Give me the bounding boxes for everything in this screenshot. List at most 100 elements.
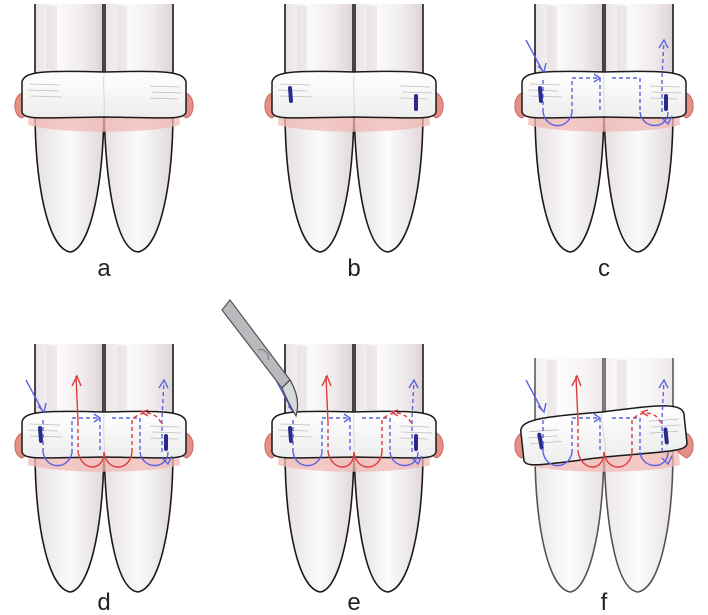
blue-suture-arrow-2 xyxy=(343,413,352,423)
dressing-midline xyxy=(601,414,607,456)
dressing-texture-2 xyxy=(279,95,313,98)
blue-suture-loop-right xyxy=(139,451,169,467)
blue-suture-loop-left xyxy=(542,451,573,467)
panel-b xyxy=(264,4,444,253)
blue-suture-bridge-right xyxy=(362,417,391,452)
dressing-texture-0 xyxy=(279,423,311,426)
blue-suture-arrow-3 xyxy=(661,115,673,126)
tooth-shade-1 xyxy=(297,6,307,91)
blue-suture xyxy=(525,378,673,467)
blue-suture-exit xyxy=(661,379,665,452)
dressing-texture-4 xyxy=(401,431,433,434)
dressing-texture-3 xyxy=(149,425,181,428)
dressing-texture-2 xyxy=(279,435,313,438)
panel-label-d: d xyxy=(97,589,110,615)
blue-suture-bridge-right xyxy=(612,417,641,452)
blue-suture-arrow-3 xyxy=(161,455,173,466)
marker-left xyxy=(38,426,43,443)
red-suture-strand xyxy=(575,375,579,423)
blue-suture-arrow-3 xyxy=(661,455,673,466)
dressing-texture-0 xyxy=(528,429,559,433)
tooth-root-right xyxy=(353,109,424,253)
blue-suture-exit xyxy=(161,379,165,452)
red-suture-return xyxy=(381,412,413,452)
blue-suture-loop-left xyxy=(42,451,73,467)
red-suture xyxy=(571,374,663,468)
dressing-strip xyxy=(271,410,437,459)
blue-suture-loop-left xyxy=(292,451,323,467)
blue-suture-entry xyxy=(525,379,543,411)
red-suture-return xyxy=(631,412,663,452)
dressing-strip xyxy=(520,405,688,466)
panel-d xyxy=(14,344,194,593)
tooth-shade-2 xyxy=(117,6,127,91)
blue-suture-arrow-2 xyxy=(593,73,602,83)
red-suture-strand xyxy=(325,375,329,423)
red-suture-strand xyxy=(75,375,79,423)
blue-suture-arrow-1 xyxy=(537,62,547,74)
panel-label-c: c xyxy=(598,255,610,282)
blue-suture-bridge xyxy=(71,417,101,453)
dressing-texture-0 xyxy=(29,423,61,426)
panel-f xyxy=(514,358,694,593)
red-suture-loops xyxy=(77,451,133,468)
dressing-texture-4 xyxy=(401,91,433,94)
tooth-shade-2 xyxy=(117,346,127,431)
tooth-shade-1 xyxy=(47,6,57,91)
panel-label-a: a xyxy=(97,255,111,282)
dressing-texture-2 xyxy=(529,95,563,98)
marker-left xyxy=(288,86,293,103)
scalpel-handle xyxy=(221,299,291,389)
dressing-texture-4 xyxy=(651,91,683,94)
tooth-shade-2 xyxy=(367,6,377,91)
red-suture-loops xyxy=(577,451,633,468)
tooth-root-left xyxy=(34,109,105,253)
dressing-texture-2 xyxy=(530,440,563,445)
dressing-midline xyxy=(603,73,605,117)
red-suture-arrow-2 xyxy=(140,409,149,417)
panel-c xyxy=(514,4,694,253)
marker-left xyxy=(537,432,544,450)
tooth-root-left xyxy=(34,449,105,593)
blue-suture xyxy=(25,378,173,467)
dressing-strip xyxy=(21,70,187,119)
blue-suture-arrow-1 xyxy=(537,402,547,414)
marker-left xyxy=(538,86,543,103)
blue-suture-arrow-4 xyxy=(158,378,169,389)
red-suture-arrow-1 xyxy=(321,374,332,387)
tooth-roots xyxy=(34,449,174,593)
red-suture-arrow-1 xyxy=(71,374,82,387)
scalpel-icon xyxy=(221,299,299,418)
tooth-root-left xyxy=(284,109,355,253)
dressing-midline xyxy=(353,73,355,117)
dressing-texture-4 xyxy=(151,431,183,434)
dressing-texture-3 xyxy=(399,425,431,428)
tooth-shade-1 xyxy=(547,360,557,445)
tooth-roots xyxy=(284,109,424,253)
tooth-root-right xyxy=(103,109,174,253)
dressing-texture-1 xyxy=(277,89,309,92)
blue-suture-bridge-right xyxy=(112,417,141,452)
tooth-root-left xyxy=(284,449,355,593)
red-suture-return xyxy=(131,412,163,452)
tooth-roots xyxy=(534,109,674,253)
blue-suture-loop-right xyxy=(389,451,419,467)
scalpel-grip xyxy=(257,349,269,361)
dressing-midline xyxy=(103,73,105,117)
blue-suture-entry xyxy=(25,379,43,411)
tooth-root-right xyxy=(103,449,174,593)
blue-suture-exit xyxy=(411,379,415,452)
red-suture xyxy=(321,374,413,468)
panel-label-f: f xyxy=(601,589,608,615)
dressing-texture-0 xyxy=(279,83,311,86)
blue-suture-arrow-4 xyxy=(658,38,669,49)
tooth-shade-1 xyxy=(297,346,307,431)
tooth-roots xyxy=(534,449,674,593)
blue-suture-arrow-2 xyxy=(593,413,602,423)
tooth-shade-1 xyxy=(47,346,57,431)
dressing-texture-4 xyxy=(151,91,183,94)
tooth-root-right xyxy=(353,449,424,593)
dressing-texture-5 xyxy=(149,97,179,100)
marker-right xyxy=(663,427,669,445)
